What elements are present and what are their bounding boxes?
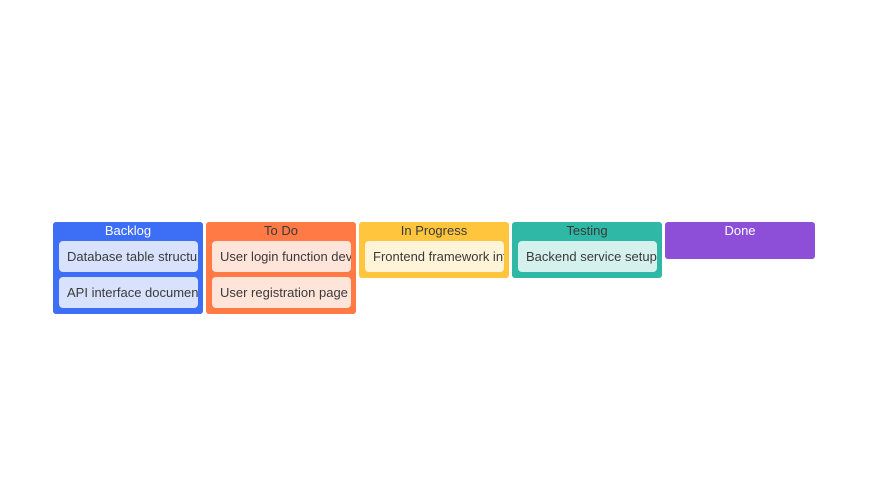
task-card[interactable]: Frontend framework integration	[365, 241, 504, 272]
task-card[interactable]: API interface documentation	[59, 277, 198, 308]
column-backlog: Backlog Database table structure design …	[53, 222, 203, 314]
column-title: Testing	[566, 223, 608, 238]
column-in-progress: In Progress Frontend framework integrati…	[359, 222, 509, 278]
column-title: Done	[724, 223, 756, 238]
column-to-do: To Do User login function development Us…	[206, 222, 356, 314]
column-title: Backlog	[104, 223, 152, 238]
task-card[interactable]: User registration page	[212, 277, 351, 308]
task-card[interactable]: User login function development	[212, 241, 351, 272]
task-card[interactable]: Backend service setup	[518, 241, 657, 272]
column-done: Done	[665, 222, 815, 259]
kanban-board: Backlog Database table structure design …	[53, 222, 815, 314]
task-card[interactable]: Database table structure design	[59, 241, 198, 272]
column-title: To Do	[264, 223, 298, 238]
column-testing: Testing Backend service setup	[512, 222, 662, 278]
column-title: In Progress	[400, 223, 468, 238]
